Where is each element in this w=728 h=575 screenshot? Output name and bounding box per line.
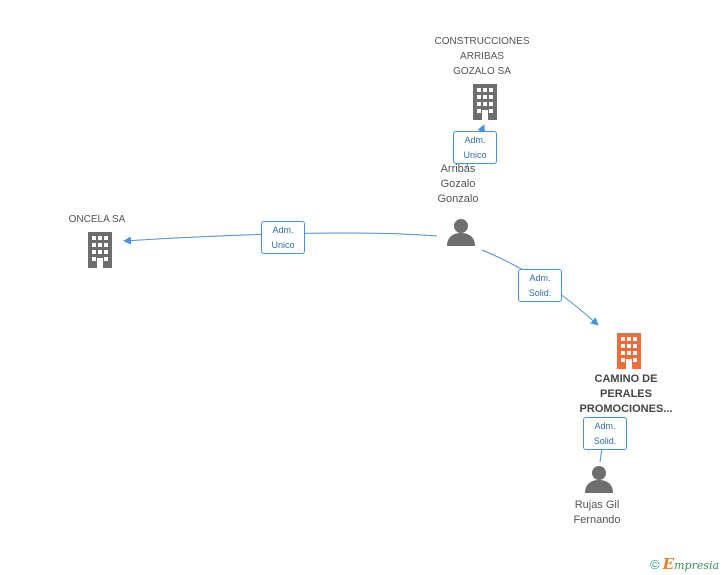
node-label-line: PERALES: [600, 388, 652, 400]
person-icon[interactable]: [446, 218, 476, 246]
edge-label-adm-unico[interactable]: Adm. Unico: [261, 221, 305, 254]
node-label-line: Gonzalo: [437, 193, 479, 205]
edge-label-line: Adm.: [464, 135, 486, 145]
node-label-oncela[interactable]: ONCELA SA: [47, 212, 147, 227]
node-label-line: Gozalo: [440, 178, 476, 190]
node-label-line: GOZALO SA: [453, 66, 511, 77]
edge-label-line: Adm.: [272, 225, 294, 235]
edge-label-line: Adm.: [529, 273, 551, 283]
node-label-line: Arribas: [440, 163, 476, 175]
edge-label-adm-solid[interactable]: Adm. Solid.: [583, 417, 627, 450]
node-label-line: CONSTRUCCIONES: [434, 36, 530, 47]
node-label-line: Fernando: [573, 514, 621, 526]
edge-label-line: Adm.: [594, 421, 616, 431]
building-icon[interactable]: [469, 84, 501, 120]
building-icon[interactable]: [84, 232, 116, 268]
brand-initial: E: [662, 555, 675, 573]
node-label-camino[interactable]: CAMINO DE PERALES PROMOCIONES...: [566, 372, 686, 417]
brand-name: Empresia: [663, 555, 720, 573]
edge-label-line: Solid.: [528, 288, 552, 298]
edge-label-line: Solid.: [593, 436, 617, 446]
copyright-icon: ©: [650, 557, 660, 572]
empresia-logo[interactable]: © Empresia: [650, 555, 719, 573]
node-label-line: CAMINO DE: [594, 373, 658, 385]
brand-rest: mpresia: [674, 559, 720, 572]
node-label-construcciones[interactable]: CONSTRUCCIONES ARRIBAS GOZALO SA: [422, 34, 542, 79]
building-icon[interactable]: [613, 333, 645, 369]
edge-label-adm-solid[interactable]: Adm. Solid.: [518, 269, 562, 302]
node-label-line: PROMOCIONES...: [579, 403, 673, 415]
edge-label-line: Unico: [271, 240, 295, 250]
node-label-rujas[interactable]: Rujas Gil Fernando: [557, 498, 637, 528]
edge-label-line: Unico: [463, 150, 487, 160]
node-label-line: ARRIBAS: [460, 51, 504, 62]
node-label-arribas[interactable]: Arribas Gozalo Gonzalo: [418, 162, 498, 207]
node-label-line: Rujas Gil: [574, 499, 620, 511]
person-icon[interactable]: [584, 465, 614, 493]
node-label-line: ONCELA SA: [68, 214, 126, 225]
edge-label-adm-unico[interactable]: Adm. Unico: [453, 131, 497, 164]
